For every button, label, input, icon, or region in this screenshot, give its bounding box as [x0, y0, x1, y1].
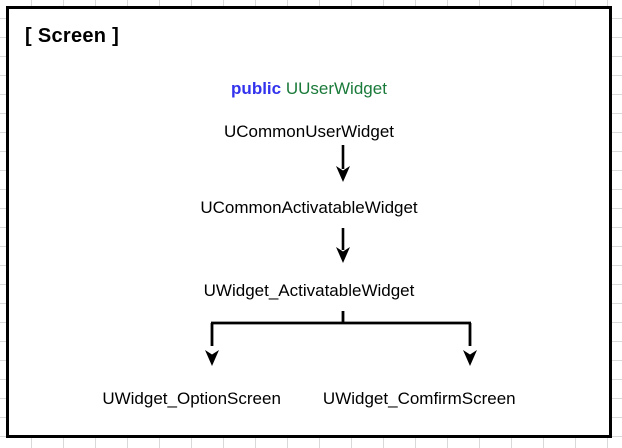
- keyword-public: public: [231, 79, 282, 98]
- base-class-label: UUserWidget: [285, 79, 387, 98]
- node-uwidget-activatablewidget: UWidget_ActivatableWidget: [203, 281, 415, 300]
- inheritance-note: public UUserWidget: [9, 79, 609, 99]
- node-uwidget-comfirmscreen: UWidget_ComfirmScreen: [322, 389, 516, 408]
- node-ucommonactivatablewidget: UCommonActivatableWidget: [200, 198, 418, 217]
- leaf-node-row: UWidget_OptionScreen UWidget_ComfirmScre…: [9, 389, 609, 409]
- node-ucommonuserwidget: UCommonUserWidget: [223, 122, 395, 141]
- diagram-frame: [ Screen ] public UUserWidget UCommonUse…: [6, 6, 612, 438]
- node-uwidget-optionscreen: UWidget_OptionScreen: [102, 389, 281, 408]
- page-title: [ Screen ]: [25, 25, 120, 47]
